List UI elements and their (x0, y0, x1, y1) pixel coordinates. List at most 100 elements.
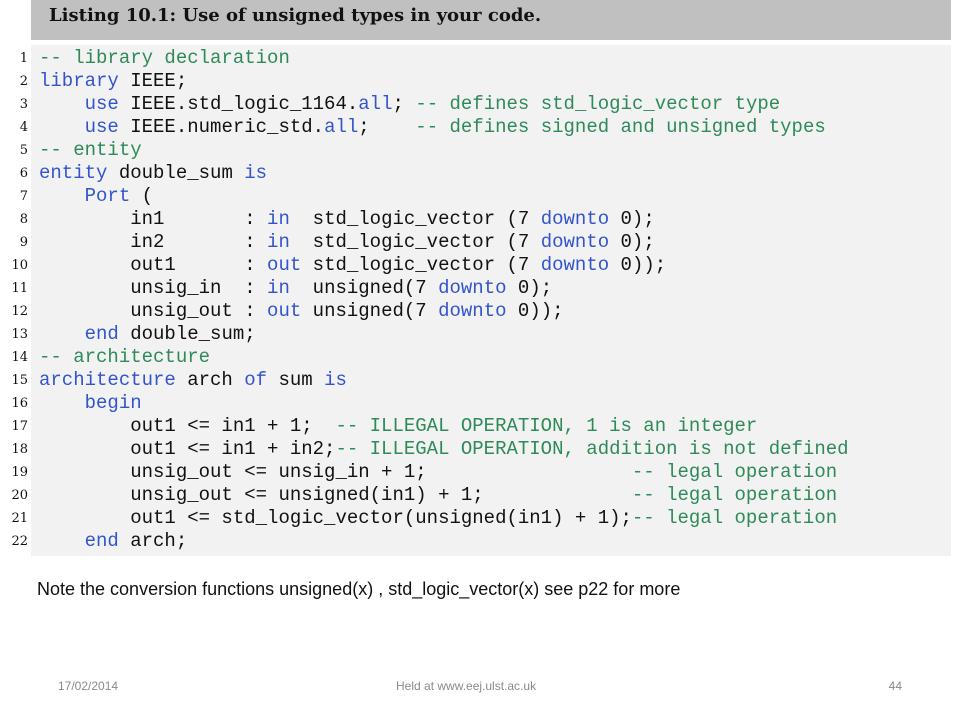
code-line: use IEEE.std_logic_1164.all; -- defines … (39, 93, 849, 116)
code-token-plain: 0)); (609, 254, 667, 276)
line-number: 10 (11, 258, 28, 273)
code-line: out1 <= std_logic_vector(unsigned(in1) +… (39, 507, 849, 530)
code-token-plain: out1 <= in1 + in2; (39, 438, 336, 460)
code-token-comment: -- ILLEGAL OPERATION, addition is not de… (335, 438, 849, 460)
line-number: 16 (11, 396, 28, 411)
code-token-plain (39, 530, 85, 552)
code-line: -- library declaration (39, 47, 849, 70)
line-number: 9 (19, 235, 28, 250)
code-token-comment: -- legal operation (631, 484, 838, 506)
code-line: use IEEE.numeric_std.all; -- defines sig… (39, 116, 849, 139)
code-token-keyword: downto (540, 254, 610, 276)
code-token-plain: double_sum (107, 162, 245, 184)
code-token-plain: unsig_in : (39, 277, 268, 299)
code-token-comment: -- ILLEGAL OPERATION, 1 is an integer (335, 415, 758, 437)
code-token-keyword: downto (540, 208, 610, 230)
code-line: begin (39, 392, 849, 415)
slide-number: 44 (888, 679, 902, 693)
code-token-plain: std_logic_vector (7 (289, 231, 541, 253)
code-token-plain: std_logic_vector (7 (289, 208, 541, 230)
code-token-plain: IEEE.numeric_std. (118, 116, 325, 138)
code-token-plain: ; (358, 116, 416, 138)
line-number: 13 (11, 327, 28, 342)
code-token-keyword: is (324, 369, 347, 391)
code-token-comment: -- architecture (39, 346, 211, 368)
code-token-plain: out1 : (39, 254, 268, 276)
code-token-keyword: architecture (39, 369, 176, 391)
code-token-keyword: downto (540, 231, 610, 253)
line-number: 21 (11, 511, 28, 526)
code-line: out1 : out std_logic_vector (7 downto 0)… (39, 254, 849, 277)
code-line: architecture arch of sum is (39, 369, 849, 392)
code-token-keyword: in (267, 277, 290, 299)
line-number: 17 (11, 419, 28, 434)
code-token-keyword: library (39, 70, 119, 92)
code-token-keyword: downto (438, 300, 507, 322)
code-token-comment: -- legal operation (631, 507, 838, 529)
code-token-plain: 0); (506, 277, 553, 299)
code-token-plain: 0); (609, 208, 655, 230)
line-number: 15 (11, 373, 28, 388)
listing-title: Listing 10.1: Use of unsigned types in y… (49, 5, 542, 26)
code-token-plain: in2 : (39, 231, 268, 253)
line-number: 22 (11, 534, 28, 549)
code-token-comment: -- defines std_logic_vector type (415, 93, 781, 115)
code-token-plain: unsig_out <= unsigned(in1) + 1; (39, 484, 632, 506)
code-line: unsig_out <= unsigned(in1) + 1; -- legal… (39, 484, 849, 507)
code-token-keyword: out (267, 254, 302, 276)
code-line: unsig_out : out unsigned(7 downto 0)); (39, 300, 849, 323)
footer-source: Held at www.eej.ulst.ac.uk (396, 679, 537, 693)
code-line: in2 : in std_logic_vector (7 downto 0); (39, 231, 849, 254)
code-token-plain: IEEE.std_logic_1164. (118, 93, 359, 115)
code-line: -- architecture (39, 346, 849, 369)
code-token-comment: -- defines signed and unsigned types (415, 116, 826, 138)
code-token-plain: arch; (118, 530, 188, 552)
code-token-plain: arch (175, 369, 245, 391)
code-line: library IEEE; (39, 70, 849, 93)
code-token-comment: -- library declaration (39, 47, 290, 69)
line-number: 19 (11, 465, 28, 480)
code-token-keyword: out (267, 300, 302, 322)
code-token-keyword: use (84, 93, 119, 115)
code-token-keyword: begin (84, 392, 142, 414)
code-line: unsig_in : in unsigned(7 downto 0); (39, 277, 849, 300)
line-number: 14 (11, 350, 28, 365)
code-token-plain: out1 <= in1 + 1; (39, 415, 336, 437)
line-number: 11 (11, 281, 28, 296)
code-line: out1 <= in1 + in2;-- ILLEGAL OPERATION, … (39, 438, 849, 461)
code-token-keyword: in (267, 231, 290, 253)
line-number: 3 (19, 97, 28, 112)
code-token-plain: double_sum; (118, 323, 256, 345)
code-token-keyword: end (84, 530, 119, 552)
code-token-keyword: of (244, 369, 268, 391)
code-token-comment: -- legal operation (631, 461, 838, 483)
code-area (31, 45, 951, 556)
code-token-plain: ; (392, 93, 416, 115)
footer-date: 17/02/2014 (58, 679, 119, 693)
code-line: Port ( (39, 185, 849, 208)
code-token-plain (39, 392, 85, 414)
code-token-plain: 0); (609, 231, 655, 253)
code-line: end arch; (39, 530, 849, 553)
line-number: 5 (19, 143, 28, 158)
line-number: 2 (19, 74, 28, 89)
code-token-keyword: in (267, 208, 290, 230)
line-number: 7 (19, 189, 28, 204)
code-token-plain: std_logic_vector (7 (301, 254, 541, 276)
listing-header: Listing 10.1: Use of unsigned types in y… (31, 0, 951, 40)
code-token-plain (39, 116, 85, 138)
code-token-keyword: end (84, 323, 119, 345)
code-token-keyword: all (358, 93, 393, 115)
code-token-plain: 0)); (506, 300, 564, 322)
code-token-plain (39, 323, 85, 345)
code-token-plain: unsig_out : (39, 300, 268, 322)
code-line: end double_sum; (39, 323, 849, 346)
code-token-plain: out1 <= std_logic_vector(unsigned(in1) +… (39, 507, 632, 529)
code-token-plain: in1 : (39, 208, 268, 230)
code-line: entity double_sum is (39, 162, 849, 185)
code-token-keyword: all (324, 116, 359, 138)
code-token-plain: unsig_out <= unsig_in + 1; (39, 461, 632, 483)
conversion-note: Note the conversion functions unsigned(x… (37, 579, 681, 599)
